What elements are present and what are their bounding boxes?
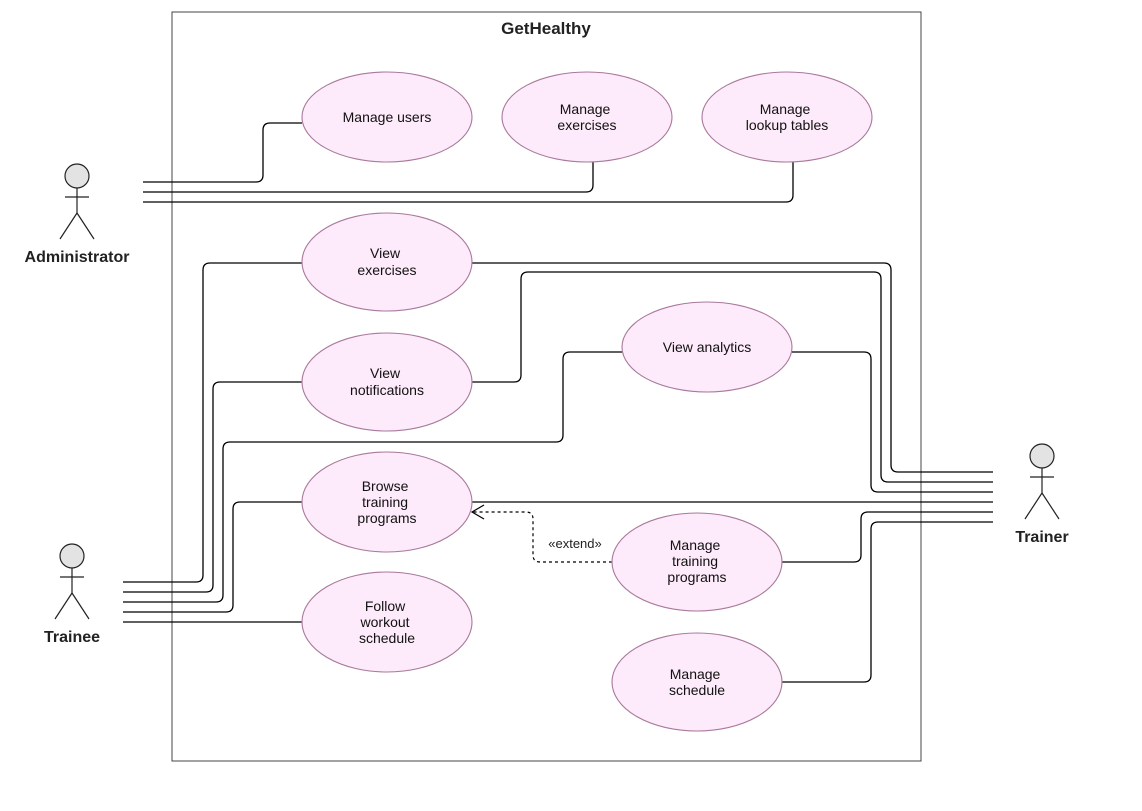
stick-figure-icon — [1024, 443, 1060, 520]
use-case-label: exercises — [357, 262, 416, 278]
use-case-label: exercises — [557, 117, 616, 133]
use-case-view-exercises: View exercises — [301, 212, 473, 312]
assoc-trainee-view-notifications — [123, 381, 302, 593]
use-case-manage-exercises: Manage exercises — [501, 71, 673, 163]
svg-text:View exercises: View exercises — [357, 245, 416, 278]
assoc-trainer-view-exercises — [471, 262, 993, 473]
use-case-view-notifications: View notifications — [301, 332, 473, 432]
use-case-label: schedule — [359, 630, 415, 646]
assoc-trainer-manage-schedule — [782, 521, 993, 683]
assoc-admin-manage-exercises — [143, 162, 594, 193]
svg-text:View analytics: View analytics — [663, 339, 751, 355]
assoc-admin-manage-users — [143, 122, 302, 183]
extend-label-bg — [540, 534, 610, 552]
assoc-trainee-browse-programs — [123, 501, 302, 613]
use-case-label: programs — [667, 569, 726, 585]
use-case-label: Manage — [560, 101, 611, 117]
use-case-manage-lookup-tables: Manage lookup tables — [701, 71, 873, 163]
svg-text:Manage lookup tables: Manage lookup tables — [746, 101, 829, 133]
assoc-trainee-view-exercises — [123, 262, 302, 583]
use-case-label: Follow — [365, 598, 406, 614]
svg-text:Manage training pr: Manage training programs — [667, 537, 726, 585]
use-case-manage-schedule: Manage schedule — [611, 632, 783, 732]
use-case-manage-users: Manage users — [301, 71, 473, 163]
use-case-label: Manage — [670, 537, 721, 553]
use-case-label: View — [370, 365, 401, 381]
stick-figure-icon — [54, 543, 90, 620]
system-boundary — [171, 11, 922, 762]
svg-text:Manage schedule: Manage schedule — [669, 666, 725, 698]
use-case-label: View — [370, 245, 401, 261]
use-case-label: Browse — [362, 478, 409, 494]
use-case-label: schedule — [669, 682, 725, 698]
actor-label: Trainer — [1015, 529, 1068, 546]
use-case-label: Manage — [670, 666, 721, 682]
svg-text:Browse training pr: Browse training programs — [357, 478, 416, 526]
use-case-label: training — [362, 494, 408, 510]
use-case-label: lookup tables — [746, 117, 829, 133]
use-case-label: workout — [360, 614, 410, 630]
use-case-label: programs — [357, 510, 416, 526]
extend-label: «extend» — [548, 536, 602, 551]
actor-administrator: Administrator — [25, 163, 130, 266]
assoc-trainee-view-analytics — [123, 351, 622, 603]
assoc-trainer-view-analytics — [792, 351, 993, 493]
use-case-label: training — [672, 553, 718, 569]
actor-label: Administrator — [25, 249, 130, 266]
use-case-label: Manage — [760, 101, 811, 117]
use-case-browse-training-programs: Browse training programs — [301, 451, 473, 553]
actor-trainer: Trainer — [1015, 443, 1069, 546]
use-case-label: Manage users — [343, 109, 432, 125]
stick-figure-icon — [59, 163, 95, 240]
actor-label: Trainee — [44, 629, 100, 646]
extend-line — [473, 511, 612, 563]
assoc-admin-manage-lookup — [143, 162, 794, 203]
svg-text:View notifications: View notifications — [350, 365, 424, 398]
svg-text:Manage users: Manage users — [343, 109, 432, 125]
use-case-label: notifications — [350, 382, 424, 398]
actor-trainee: Trainee — [44, 543, 100, 646]
assoc-trainer-view-notifications — [471, 271, 993, 483]
use-case-manage-training-programs: Manage training programs — [611, 512, 783, 612]
use-case-follow-workout-schedule: Follow workout schedule — [301, 571, 473, 673]
use-case-label: View analytics — [663, 339, 751, 355]
svg-text:Manage exercises: Manage exercises — [557, 101, 616, 133]
system-title: GetHealthy — [501, 19, 591, 38]
assoc-trainer-manage-programs — [782, 511, 993, 563]
use-case-view-analytics: View analytics — [621, 301, 793, 393]
extend-arrowhead — [470, 504, 485, 520]
svg-text:Follow workout sch: Follow workout schedule — [359, 598, 415, 646]
